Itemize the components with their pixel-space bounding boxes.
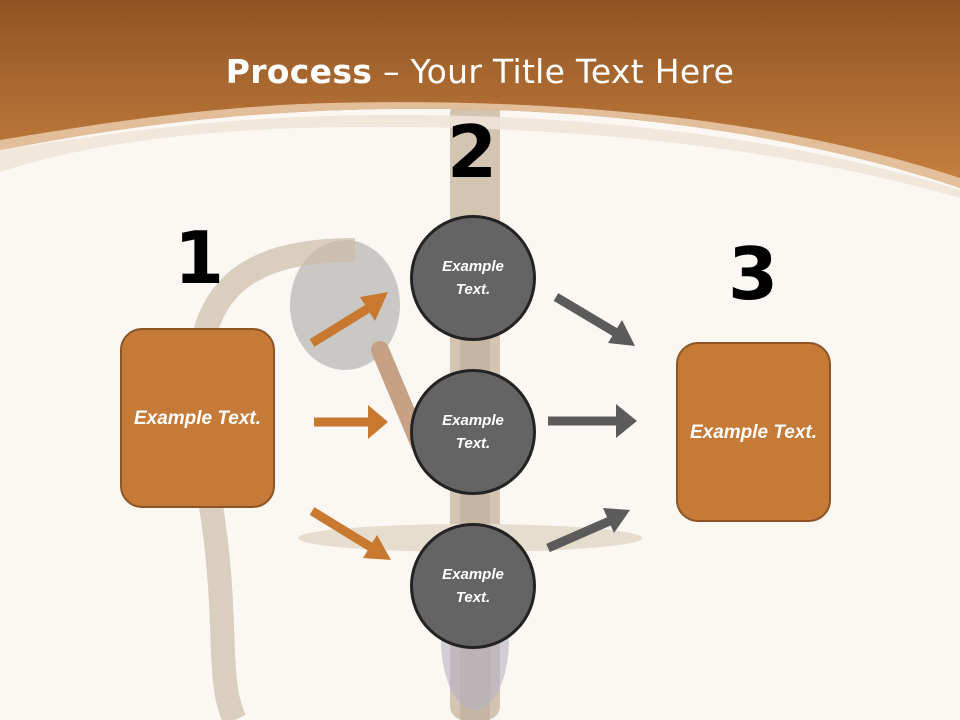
- arrow-top-to-right: [553, 293, 635, 346]
- step-number-1: 1: [173, 216, 225, 300]
- process-box-right-text: Example Text.: [689, 421, 818, 443]
- process-box-right[interactable]: Example Text.: [676, 342, 831, 522]
- process-circle-middle-text: Example Text.: [442, 412, 504, 452]
- arrow-left-to-bottom: [309, 507, 391, 560]
- arrow-left-to-top: [309, 292, 388, 347]
- slide-title: Process – Your Title Text Here: [0, 52, 960, 91]
- title-rest: – Your Title Text Here: [372, 52, 735, 91]
- step-number-2: 2: [446, 110, 498, 194]
- process-circle-bottom[interactable]: Example Text.: [410, 523, 536, 649]
- arrow-middle-to-right: [548, 404, 637, 438]
- process-circle-middle[interactable]: Example Text.: [410, 369, 536, 495]
- arrow-left-to-middle: [314, 405, 388, 439]
- step-number-3: 3: [727, 232, 779, 316]
- process-box-left[interactable]: Example Text.: [120, 328, 275, 508]
- title-bold: Process: [225, 52, 373, 91]
- process-circle-top-text: Example Text.: [442, 258, 504, 298]
- arrow-bottom-to-right: [546, 508, 630, 553]
- process-box-left-text: Example Text.: [133, 407, 262, 429]
- process-circle-top[interactable]: Example Text.: [410, 215, 536, 341]
- process-circle-bottom-text: Example Text.: [442, 566, 504, 606]
